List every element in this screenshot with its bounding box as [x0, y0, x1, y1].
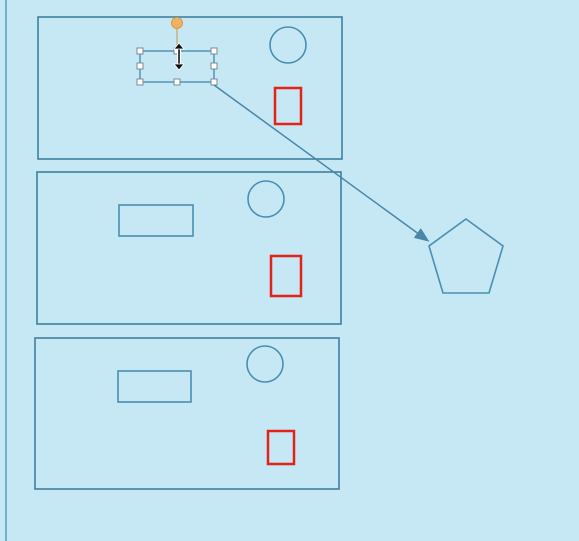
- resize-handle-top-left[interactable]: [136, 47, 144, 55]
- slide-3-rectangle[interactable]: [117, 370, 192, 403]
- resize-handle-bottom-left[interactable]: [136, 78, 144, 86]
- slide-1-frame[interactable]: [37, 16, 343, 160]
- slide-1-selected-rectangle[interactable]: [136, 17, 218, 86]
- slide-3-red-rectangle[interactable]: [266, 429, 296, 466]
- slide-2[interactable]: [36, 171, 342, 325]
- resize-handle-right[interactable]: [210, 62, 218, 70]
- resize-handle-bottom-right[interactable]: [210, 78, 218, 86]
- slide-3[interactable]: [34, 337, 340, 490]
- resize-handle-left[interactable]: [136, 62, 144, 70]
- slide-2-red-rectangle[interactable]: [269, 254, 303, 298]
- slide-2-frame[interactable]: [36, 171, 342, 325]
- slide-2-circle[interactable]: [247, 180, 285, 218]
- slide-1-circle[interactable]: [269, 26, 307, 64]
- resize-handle-bottom[interactable]: [173, 78, 181, 86]
- pentagon-shape[interactable]: [428, 218, 504, 294]
- resize-handle-top-right[interactable]: [210, 47, 218, 55]
- slide-1[interactable]: [37, 16, 343, 160]
- vertical-resize-cursor-icon: [173, 42, 185, 71]
- slide-3-circle[interactable]: [246, 345, 284, 383]
- connector-arrow[interactable]: [213, 84, 430, 242]
- slide-2-rectangle[interactable]: [118, 204, 194, 237]
- slide-3-frame[interactable]: [34, 337, 340, 490]
- slide-1-red-rectangle[interactable]: [273, 86, 303, 126]
- rotate-handle-icon[interactable]: [171, 17, 183, 29]
